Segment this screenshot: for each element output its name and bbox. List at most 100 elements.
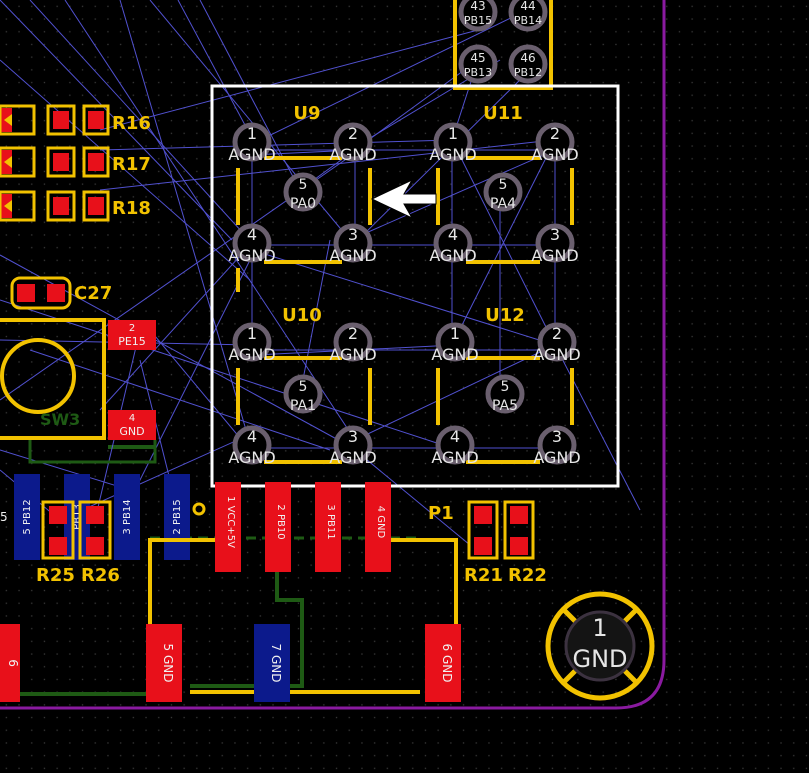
- bottom-pad-6-left[interactable]: [0, 624, 20, 702]
- u11-pad1-num: 1: [448, 124, 458, 143]
- connector-p1[interactable]: [148, 482, 458, 624]
- resistor-r25-r26[interactable]: [41, 500, 112, 560]
- bottom-pad-5[interactable]: [146, 624, 182, 702]
- p1-pin2-label: 2 PB10: [275, 504, 286, 539]
- u10-pad5-net: PA1: [290, 398, 316, 414]
- switch-pad-4[interactable]: [108, 410, 156, 440]
- switch-pad-4-net: GND: [119, 425, 144, 438]
- u9-pad5-net: PA0: [290, 196, 316, 212]
- ref-r16: R16: [112, 113, 151, 134]
- u9-pad3-net: AGND: [329, 246, 376, 265]
- p1-pin1-label: 1 VCC+5V: [225, 496, 236, 548]
- u9-pad4-net: AGND: [228, 246, 275, 265]
- u12-pad1-net: AGND: [431, 345, 478, 364]
- u10-pad4-num: 4: [247, 427, 257, 446]
- bottom-pad-6-right-label: 6 GND: [440, 644, 454, 683]
- header-connector[interactable]: [453, 0, 553, 90]
- u10-pad4-net: AGND: [228, 448, 275, 467]
- u10-pad3-net: AGND: [329, 448, 376, 467]
- ghost-text: SW3: [40, 410, 80, 429]
- switch-pad-2[interactable]: [108, 320, 156, 350]
- pin45-net: PB13: [464, 66, 492, 79]
- u10-pad2-net: AGND: [329, 345, 376, 364]
- ref-u10: U10: [282, 305, 322, 326]
- resistor-r21-r22[interactable]: [467, 500, 535, 560]
- left-blue-pads[interactable]: [14, 474, 190, 560]
- p1-pin3-label: 3 PB11: [325, 504, 336, 539]
- green-outline: [28, 440, 157, 464]
- u9-pad5-num: 5: [299, 177, 308, 193]
- mounting-hole-num: 1: [592, 614, 607, 642]
- u9-pad1-num: 1: [247, 124, 257, 143]
- ref-p1: P1: [428, 503, 454, 524]
- pin44-net: PB14: [514, 14, 542, 27]
- u12-footprint[interactable]: [435, 322, 577, 465]
- u9-pad4-num: 4: [247, 225, 257, 244]
- u10-pad1-net: AGND: [228, 345, 275, 364]
- left-resistor-rows: [0, 104, 110, 222]
- p1-pin3[interactable]: [315, 482, 341, 572]
- ref-r22: R22: [508, 565, 547, 586]
- pad-pb14: 3 PB14: [122, 499, 133, 534]
- p1-pin4-label: 4 GND: [375, 506, 386, 539]
- ref-u11: U11: [483, 103, 523, 124]
- ref-r25: R25: [36, 565, 75, 586]
- pad-pb15: 2 PB15: [172, 499, 183, 534]
- u12-pad5-num: 5: [501, 379, 510, 395]
- switch-pad-2-num: 2: [129, 323, 135, 334]
- u12-pad2-num: 2: [552, 324, 562, 343]
- u11-pad2-net: AGND: [531, 145, 578, 164]
- u9-pad2-num: 2: [348, 124, 358, 143]
- u9-footprint[interactable]: [232, 122, 373, 292]
- capacitor-c27[interactable]: [10, 276, 72, 310]
- ref-r26: R26: [81, 565, 120, 586]
- row-r17: [0, 146, 110, 178]
- pin44-num: 44: [520, 0, 535, 13]
- pad-pb12: 5 PB12: [22, 499, 33, 534]
- arrow-cursor-icon: [370, 178, 437, 220]
- pad-edge-5: 5: [0, 510, 8, 524]
- u11-pad3-net: AGND: [531, 246, 578, 265]
- u10-pad1-num: 1: [247, 324, 257, 343]
- row-r16: [0, 104, 110, 136]
- mounting-hole-net: GND: [572, 645, 627, 673]
- selection-box[interactable]: [210, 84, 620, 488]
- u9-pad1-net: AGND: [228, 145, 275, 164]
- p1-pin1[interactable]: [215, 482, 241, 572]
- u11-pad3-num: 3: [550, 225, 560, 244]
- pin43-net: PB15: [464, 14, 492, 27]
- u10-pad3-num: 3: [348, 427, 358, 446]
- pad-pb13: PB13: [72, 504, 83, 530]
- mounting-hole[interactable]: [545, 591, 655, 701]
- u10-pad2-num: 2: [348, 324, 358, 343]
- ref-u9: U9: [293, 103, 320, 124]
- p1-pin2[interactable]: [265, 482, 291, 572]
- ref-r21: R21: [464, 565, 503, 586]
- bottom-pad-7[interactable]: [254, 624, 290, 702]
- u12-pad1-num: 1: [450, 324, 460, 343]
- ref-r18: R18: [112, 198, 151, 219]
- u10-footprint[interactable]: [232, 322, 373, 465]
- pin46-num: 46: [520, 51, 535, 65]
- u11-pad5-num: 5: [499, 177, 508, 193]
- u11-pad1-net: AGND: [429, 145, 476, 164]
- u12-pad5-net: PA5: [492, 398, 518, 414]
- board-edge: [0, 0, 666, 710]
- bottom-pads[interactable]: [0, 624, 461, 702]
- bottom-pad-6-left-label: 6: [6, 659, 20, 667]
- pin45-num: 45: [470, 51, 485, 65]
- u11-pad4-net: AGND: [429, 246, 476, 265]
- bottom-pad-5-label: 5 GND: [161, 644, 175, 683]
- p1-pin4[interactable]: [365, 482, 391, 572]
- pin43-num: 43: [470, 0, 485, 13]
- ref-c27: C27: [74, 283, 112, 304]
- switch-pad-4-num: 4: [129, 413, 135, 424]
- bottom-pad-6-right[interactable]: [425, 624, 461, 702]
- u9-pad2-net: AGND: [329, 145, 376, 164]
- switch-pad-2-net: PE15: [118, 335, 146, 348]
- u11-footprint[interactable]: [433, 122, 575, 264]
- switch-footprint[interactable]: [0, 318, 156, 440]
- ref-u12: U12: [485, 305, 525, 326]
